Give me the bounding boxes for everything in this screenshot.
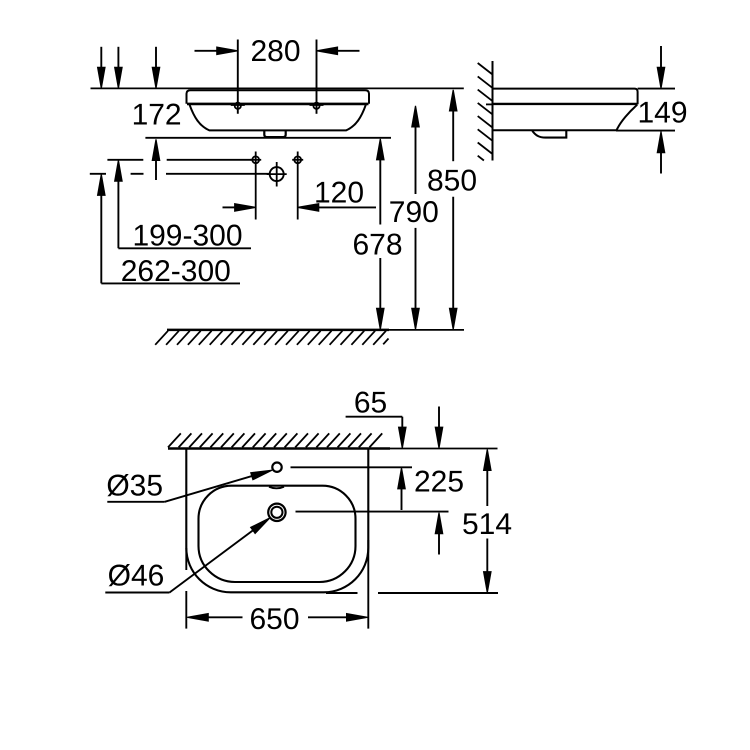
svg-text:65: 65 (354, 387, 387, 420)
svg-text:Ø35: Ø35 (106, 469, 163, 502)
svg-text:790: 790 (389, 196, 439, 229)
svg-text:120: 120 (314, 177, 364, 210)
svg-text:678: 678 (352, 229, 402, 262)
svg-text:149: 149 (637, 96, 687, 129)
svg-text:225: 225 (414, 466, 464, 499)
svg-text:514: 514 (462, 508, 512, 541)
svg-text:Ø46: Ø46 (108, 560, 165, 593)
svg-text:172: 172 (132, 98, 182, 131)
svg-text:650: 650 (249, 603, 299, 636)
svg-text:280: 280 (250, 35, 300, 68)
svg-text:850: 850 (427, 165, 477, 198)
svg-text:262-300: 262-300 (121, 255, 231, 288)
svg-text:199-300: 199-300 (132, 220, 242, 253)
